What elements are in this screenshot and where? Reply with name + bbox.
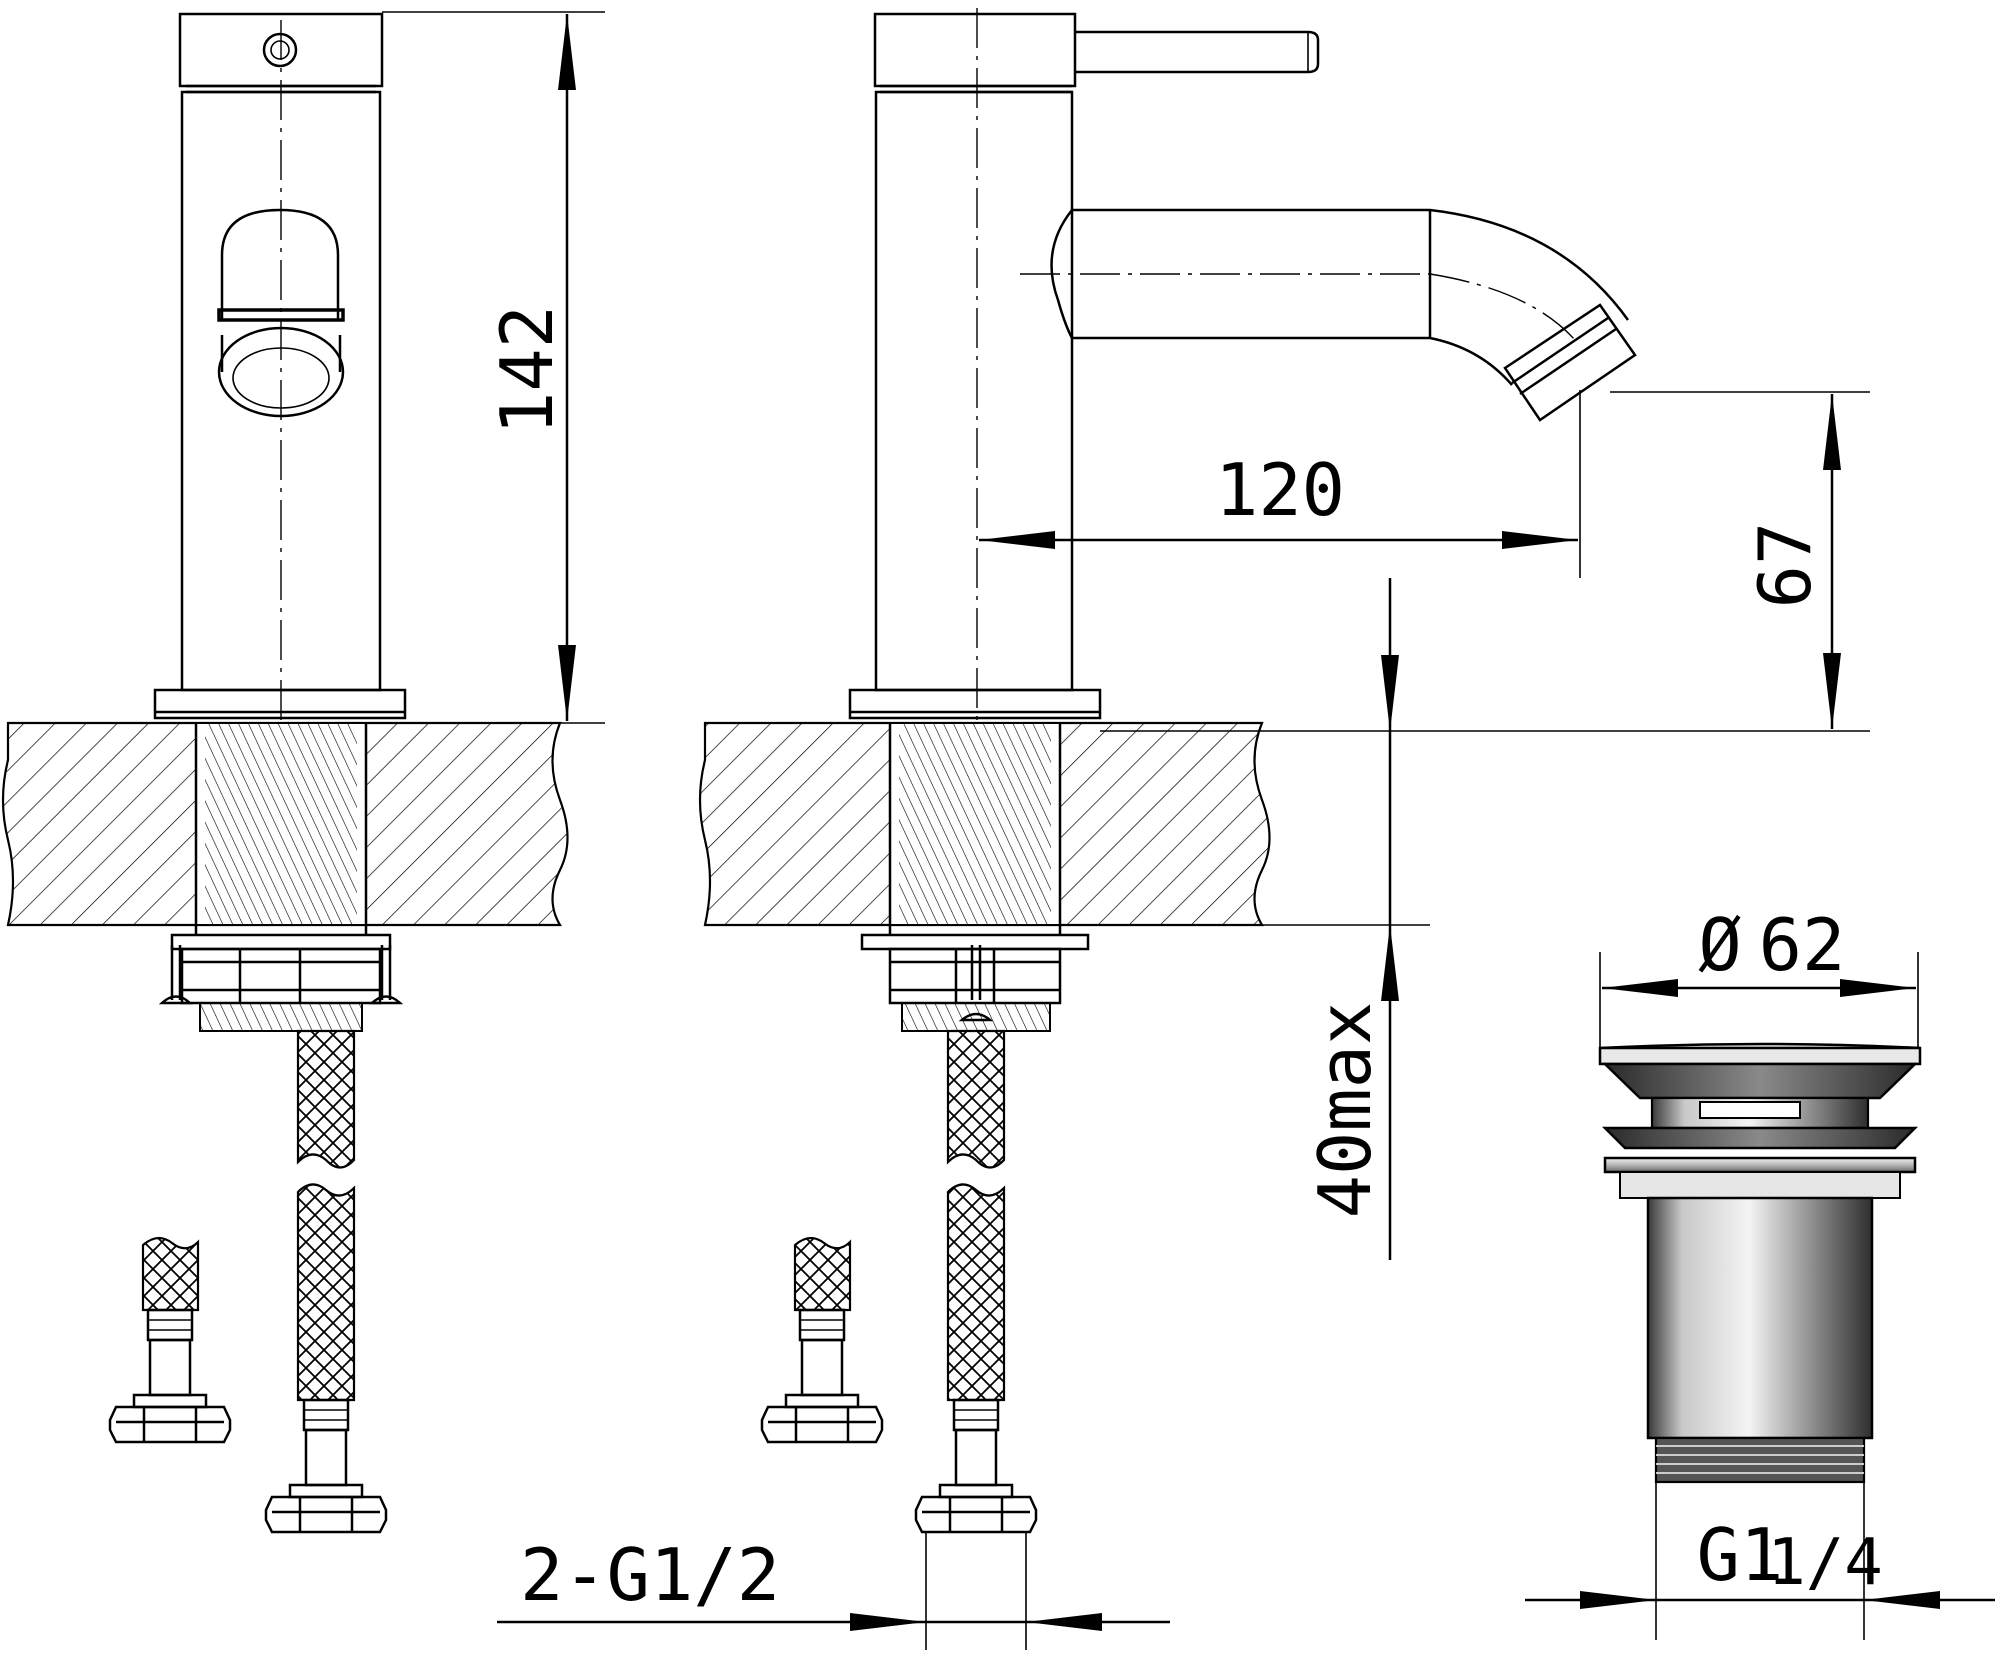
dim-waste-thread-fraction: 1/4 [1767, 1526, 1883, 1600]
dim-height-total: 142 [485, 305, 569, 435]
front-view: 142 [1, 11, 605, 1534]
dim-waste-diameter-symbol: Ø [1698, 903, 1741, 987]
waste-drain-view: Ø 62 G1 1/4 [1525, 903, 1995, 1640]
thread [1654, 1436, 1866, 1484]
dim-waste-diameter: 62 [1759, 903, 1846, 987]
dim-waste-thread: G1 [1697, 1513, 1784, 1597]
dim-spout-height: 67 [1743, 522, 1827, 609]
dim-spout-reach: 120 [1215, 448, 1345, 532]
dim-mount-thickness: 40max [1303, 1002, 1387, 1219]
dim-hose-thread: 2-G1/2 [520, 1533, 780, 1617]
side-view: 120 67 40max 2-G1/2 [497, 8, 1870, 1650]
